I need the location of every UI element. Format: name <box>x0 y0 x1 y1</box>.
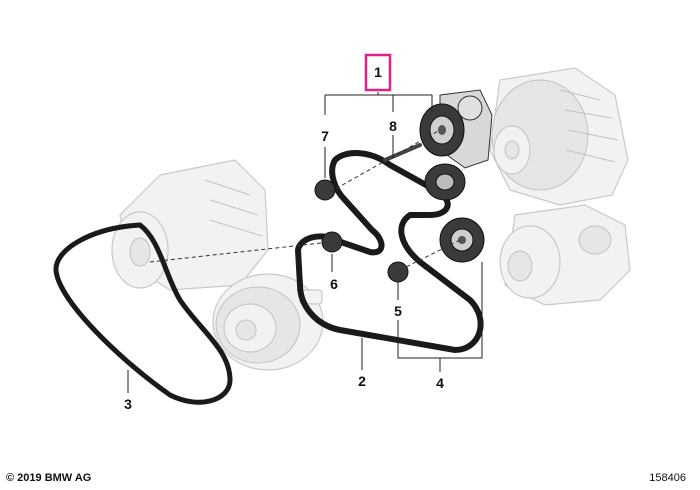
diagram-id: 158406 <box>649 472 686 484</box>
callout-3[interactable]: 3 <box>124 396 132 412</box>
callout-4[interactable]: 4 <box>436 375 444 391</box>
belt-tensioner-illustration <box>419 89 493 169</box>
vibration-damper-illustration <box>212 273 324 371</box>
ac-compressor-belt <box>53 222 233 405</box>
copyright-text: © 2019 BMW AG <box>6 472 92 484</box>
callout-5[interactable]: 5 <box>394 303 402 319</box>
tensioner-bolt <box>383 143 422 162</box>
alternator-illustration <box>489 67 629 206</box>
pulley-cap-7 <box>314 179 336 201</box>
callout-1-highlight <box>364 53 392 92</box>
callout-2[interactable]: 2 <box>358 373 366 389</box>
callout-8[interactable]: 8 <box>389 118 397 134</box>
lower-idler-pulley <box>439 217 485 263</box>
callout-7[interactable]: 7 <box>321 128 329 144</box>
pulley-cap-5 <box>387 261 409 283</box>
pulley-cap-6 <box>321 231 343 253</box>
upper-idler-pulley <box>424 163 466 201</box>
power-steering-pump-illustration <box>499 204 631 306</box>
callout-6[interactable]: 6 <box>330 276 338 292</box>
callout-1[interactable]: 1 <box>374 64 382 80</box>
